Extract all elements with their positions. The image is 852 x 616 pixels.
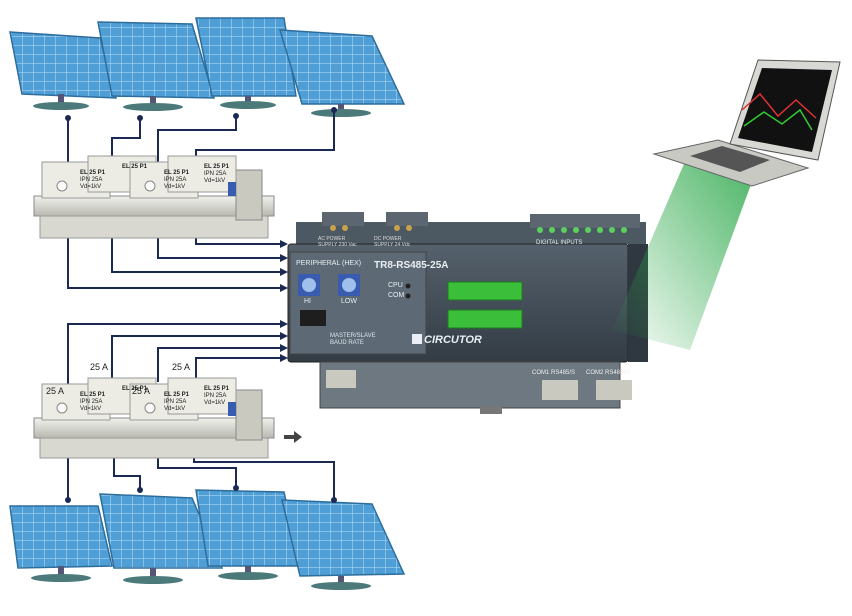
sensor-spec: IPN 25A	[164, 399, 187, 405]
current-label: 25 A	[46, 386, 65, 396]
sensor-rating: Vd=1kV	[164, 184, 186, 190]
digital-input-terminals	[537, 227, 627, 233]
sensor-model: EL 25 P1	[164, 392, 189, 398]
current-label: 25 A	[90, 362, 109, 372]
green-terminal-block	[447, 281, 523, 329]
sensor-block-bottom	[33, 377, 275, 459]
hi-label: HI	[304, 298, 311, 305]
com1-label: COM1 RS485/S	[532, 370, 576, 376]
sensor-top-1-label: EL 25 P1 IPN 25A Vd=1kV	[80, 170, 105, 191]
sensor-bottom-3-label: EL 25 P1 IPN 25A Vd=1kV	[164, 392, 189, 413]
sensor-spec: IPN 25A	[204, 393, 227, 399]
current-label: 25 A	[132, 386, 151, 396]
sensor-top-4-label: EL 25 P1 IPN 25A Vd=1kV	[204, 164, 229, 185]
sensor-rating: Vd=1kV	[80, 184, 102, 190]
brand-logo-mark	[412, 334, 422, 344]
current-label: 25 A	[172, 362, 191, 372]
com2-label: COM2 RS485/M	[586, 370, 631, 376]
solar-panel-bottom-4	[281, 499, 406, 590]
sensor-model: EL 25 P1	[122, 386, 147, 392]
top-terminals	[330, 225, 412, 231]
ac-power-label: AC POWER SUPPLY 230 Vac	[318, 236, 357, 248]
low-label: LOW	[341, 298, 357, 305]
baud-rate-label: BAUD RATE	[330, 340, 364, 346]
sensor-rating: Vd=1kV	[164, 406, 186, 412]
dc-power-label: DC POWER SUPPLY 24 Vdc	[374, 236, 411, 248]
digital-inputs-label: DIGITAL INPUTS	[536, 240, 583, 246]
sensor-spec: IPN 25A	[80, 177, 103, 183]
wire-arrowheads	[280, 240, 288, 362]
sensor-top-3-label: EL 25 P1 IPN 25A Vd=1kV	[164, 170, 189, 191]
device-model: TR8-RS485-25A	[374, 260, 449, 271]
solar-panel-bottom-3	[195, 489, 301, 580]
solar-panel-bottom-2	[99, 493, 224, 584]
master-slave-label: MASTER/SLAVE	[330, 333, 376, 339]
hex-dial-low[interactable]	[338, 274, 360, 296]
sensor-model: EL 25 P1	[122, 164, 147, 170]
sensor-bottom-1-label: EL 25 P1 IPN 25A Vd=1kV	[80, 392, 105, 413]
solar-panel-top-2	[97, 21, 216, 111]
sensor-model: EL 25 P1	[204, 386, 229, 392]
peripheral-label: PERIPHERAL (HEX)	[296, 260, 362, 267]
solar-panel-top-3	[195, 17, 297, 109]
data-stream	[612, 150, 760, 350]
sensor-rating: Vd=1kV	[204, 178, 226, 184]
sensor-rating: Vd=1kV	[204, 400, 226, 406]
tr8-device	[287, 212, 648, 414]
sensor-model: EL 25 P1	[80, 170, 105, 176]
sensor-spec: IPN 25A	[164, 177, 187, 183]
brand-name: CIRCUTOR	[424, 334, 482, 346]
solar-panel-bottom-1	[9, 505, 113, 582]
sensor-block-top	[33, 155, 275, 239]
wire-joints	[65, 107, 337, 503]
sensor-bottom-2-label: EL 25 P1	[122, 386, 147, 393]
laptop-icon	[652, 59, 841, 187]
sensor-rating: Vd=1kV	[80, 406, 102, 412]
sensor-model: EL 25 P1	[164, 170, 189, 176]
sensor-spec: IPN 25A	[204, 171, 227, 177]
com-led	[405, 293, 411, 299]
sensor-bottom-4-label: EL 25 P1 IPN 25A Vd=1kV	[204, 386, 229, 407]
sensor-top-2-label: EL 25 P1	[122, 164, 147, 171]
sensor-model: EL 25 P1	[80, 392, 105, 398]
cpu-label: CPU	[388, 282, 403, 289]
solar-panel-top-4	[278, 29, 406, 117]
hex-dial-hi[interactable]	[298, 274, 320, 296]
sensor-model: EL 25 P1	[204, 164, 229, 170]
cpu-led	[405, 283, 411, 289]
dip-switch[interactable]	[300, 310, 326, 326]
sensor-spec: IPN 25A	[80, 399, 103, 405]
solar-panel-top-1	[9, 31, 117, 110]
com-label: COM	[388, 292, 405, 299]
flow-arrow	[284, 431, 302, 443]
